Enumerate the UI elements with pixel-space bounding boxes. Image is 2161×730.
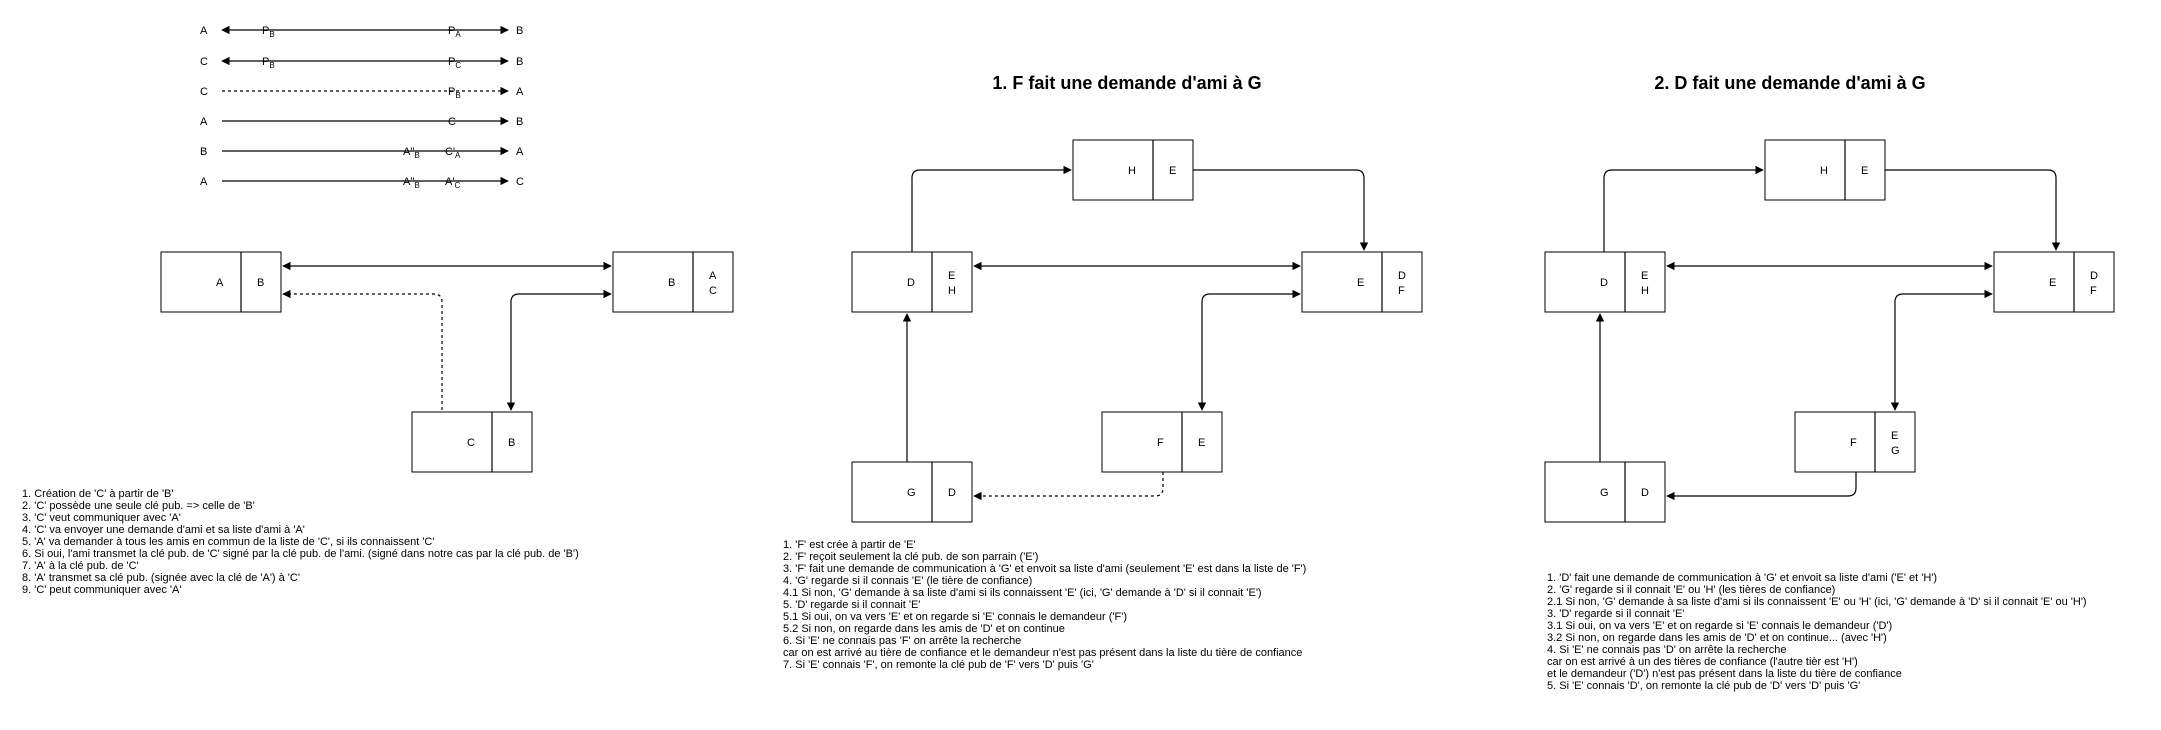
- node-friend: F: [1398, 285, 1405, 297]
- node-g[interactable]: G D: [851, 461, 973, 523]
- legend-key-b: PC: [448, 56, 461, 70]
- node-h[interactable]: H E: [1764, 139, 1886, 201]
- diagram-2: 2. D fait une demande d'ami à G H E D E …: [1544, 73, 2115, 692]
- legend-from: C: [200, 56, 208, 68]
- node-e[interactable]: E D F: [1301, 251, 1423, 313]
- legend-from: C: [200, 86, 208, 98]
- legend-key-b: C'A: [445, 146, 461, 160]
- node-friend: D: [1398, 270, 1406, 282]
- notes-0: 1. Création de 'C' à partir de 'B' 2. 'C…: [22, 488, 582, 596]
- legend-key-b: PB: [448, 86, 461, 100]
- node-e[interactable]: E D F: [1993, 251, 2115, 313]
- edge-f-g: [1666, 472, 1857, 501]
- legend-key-b: PA: [448, 25, 461, 39]
- legend-row-1: C PB PC B: [200, 56, 523, 70]
- legend-key-a: A''B: [403, 176, 420, 190]
- edge-f-e: [1197, 289, 1301, 411]
- node-b[interactable]: B A C: [612, 251, 734, 313]
- node-friend: B: [257, 277, 264, 289]
- legend-to: A: [516, 86, 524, 98]
- legend-row-3: A C B: [200, 116, 523, 128]
- node-g[interactable]: G D: [1544, 461, 1666, 523]
- node-name: D: [907, 277, 915, 289]
- node-friend: D: [948, 487, 956, 499]
- node-friend: G: [1891, 445, 1900, 457]
- legend-to: C: [516, 176, 524, 188]
- node-friend: A: [709, 270, 717, 282]
- edge-c-b: [506, 289, 612, 411]
- node-friend: F: [2090, 285, 2097, 297]
- node-friend: E: [1641, 270, 1648, 282]
- legend-to: B: [516, 25, 523, 37]
- edge-f-e: [1890, 289, 1993, 411]
- node-name: C: [467, 437, 475, 449]
- node-name: E: [1357, 277, 1364, 289]
- diagram-title: 1. F fait une demande d'ami à G: [992, 73, 1261, 93]
- node-name: H: [1820, 165, 1828, 177]
- legend-from: A: [200, 176, 208, 188]
- legend-from: A: [200, 25, 208, 37]
- node-friend: E: [948, 270, 955, 282]
- node-a[interactable]: A B: [160, 251, 282, 313]
- legend-to: B: [516, 56, 523, 68]
- notes-1: 1. 'F' est crée à partir de 'E' 2. 'F' r…: [783, 539, 1309, 671]
- legend-to: A: [516, 146, 524, 158]
- notes-2: 1. 'D' fait une demande de communication…: [1547, 572, 2090, 692]
- node-name: E: [2049, 277, 2056, 289]
- legend-row-4: B A''B C'A A: [200, 146, 524, 160]
- node-friend: E: [1891, 430, 1898, 442]
- legend-from: A: [200, 116, 208, 128]
- legend: A PB PA B C PB PC B C PB A A C B: [200, 25, 524, 190]
- node-friend: H: [1641, 285, 1649, 297]
- legend-key-a: PB: [262, 25, 275, 39]
- node-name: G: [907, 487, 916, 499]
- edge-f-g-dashed: [973, 472, 1164, 501]
- node-friend: E: [1198, 437, 1205, 449]
- node-name: D: [1600, 277, 1608, 289]
- legend-key-a: PB: [262, 56, 275, 70]
- node-name: F: [1157, 437, 1164, 449]
- node-friend: B: [508, 437, 515, 449]
- node-friend: E: [1861, 165, 1868, 177]
- node-f[interactable]: F E G: [1794, 411, 1916, 473]
- node-f[interactable]: F E: [1101, 411, 1223, 473]
- node-friend: D: [2090, 270, 2098, 282]
- node-friend: C: [709, 285, 717, 297]
- legend-key-a: A''B: [403, 146, 420, 160]
- diagram-1: 1. F fait une demande d'ami à G H E D E …: [783, 73, 1423, 671]
- legend-key-b: C: [448, 116, 456, 128]
- legend-row-0: A PB PA B: [200, 25, 523, 39]
- diagram-title: 2. D fait une demande d'ami à G: [1654, 73, 1925, 93]
- legend-row-5: A A''B A'C C: [200, 176, 524, 190]
- legend-to: B: [516, 116, 523, 128]
- node-name: B: [668, 277, 675, 289]
- node-h[interactable]: H E: [1072, 139, 1194, 201]
- node-name: F: [1850, 437, 1857, 449]
- node-name: A: [216, 277, 224, 289]
- node-friend: E: [1169, 165, 1176, 177]
- node-name: G: [1600, 487, 1609, 499]
- node-name: H: [1128, 165, 1136, 177]
- node-d[interactable]: D E H: [851, 251, 973, 313]
- edge-c-a-dashed: [282, 289, 443, 410]
- legend-row-2: C PB A: [200, 86, 524, 100]
- node-d[interactable]: D E H: [1544, 251, 1666, 313]
- node-friend: H: [948, 285, 956, 297]
- edge-h-e: [1193, 169, 1369, 251]
- legend-key-b: A'C: [445, 176, 460, 190]
- node-friend: D: [1641, 487, 1649, 499]
- legend-from: B: [200, 146, 207, 158]
- edge-d-h: [1603, 165, 1764, 252]
- edge-h-e: [1885, 169, 2061, 251]
- node-c[interactable]: C B: [411, 411, 533, 473]
- diagram-0: A B B A C C B 1. Création de 'C' à parti…: [22, 251, 734, 596]
- edge-d-h: [911, 165, 1072, 252]
